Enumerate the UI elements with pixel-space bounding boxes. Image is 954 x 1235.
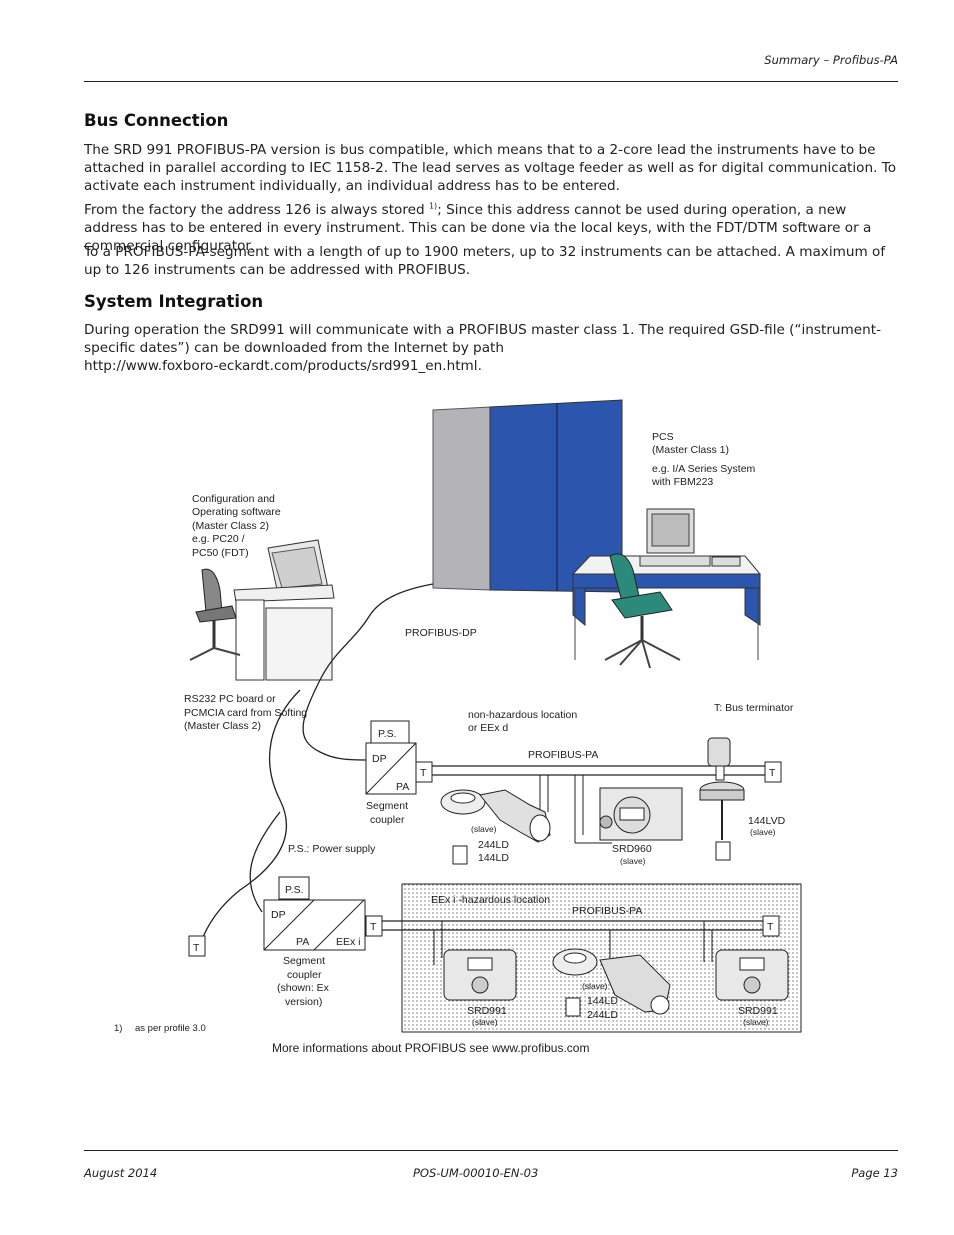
svg-text:P.S.: P.S.: [378, 728, 397, 740]
svg-text:DP: DP: [372, 753, 387, 765]
svg-text:T: T: [370, 921, 377, 933]
svg-text:EEx i -hazardous location: EEx i -hazardous location: [431, 894, 550, 906]
svg-text:SRD991: SRD991: [738, 1005, 778, 1017]
pcs-label: PCS: [652, 431, 674, 443]
segment-coupler-label: Segment: [366, 800, 408, 812]
svg-text:PCMCIA card from Softing: PCMCIA card from Softing: [184, 707, 307, 719]
svg-text:(slave): (slave): [471, 824, 497, 834]
control-cabinet: [432, 399, 623, 593]
svg-text:coupler: coupler: [370, 814, 405, 826]
svg-text:244LD: 244LD: [478, 839, 509, 851]
profibus-dp-cable: [319, 583, 434, 681]
svg-text:e.g. I/A Series System: e.g. I/A Series System: [652, 463, 756, 475]
bus-terminator: [764, 761, 782, 783]
svg-text:(Master Class 1): (Master Class 1): [652, 444, 729, 456]
svg-text:(shown: Ex: (shown: Ex: [277, 982, 330, 994]
svg-text:or EEx d: or EEx d: [468, 722, 508, 734]
footnote-reference: 1): [428, 201, 438, 211]
rs232-terminator: [188, 935, 206, 957]
segment-coupler-1: P.S. DP PA T: [365, 720, 433, 795]
footer-page-number: Page 13: [851, 1166, 898, 1180]
svg-text:coupler: coupler: [287, 969, 322, 981]
svg-text:(slave): (slave): [743, 1017, 769, 1027]
header-rule: [84, 81, 898, 82]
svg-text:144LVD: 144LVD: [748, 815, 786, 827]
244ld-flowmeter: [440, 775, 551, 865]
svg-text:(Master Class 2): (Master Class 2): [184, 720, 261, 732]
footer-date: August 2014: [84, 1166, 158, 1180]
svg-text:PROFIBUS-PA: PROFIBUS-PA: [572, 905, 642, 917]
srd991-positioner-1: [433, 921, 517, 1001]
gsd-url: http://www.foxboro-eckardt.com/products/…: [84, 358, 482, 374]
svg-text:PA: PA: [396, 781, 409, 793]
footnote-text: as per profile 3.0: [135, 1023, 206, 1034]
srd960-positioner: [574, 775, 683, 844]
footer-document-number: POS-UM-00010-EN-03: [413, 1166, 539, 1180]
svg-text:T: T: [769, 767, 776, 779]
config-pc-workstation: [189, 539, 335, 681]
svg-text:EEx i: EEx i: [336, 936, 361, 948]
segment-coupler-ex-label: Segment: [283, 955, 325, 967]
section-title-bus-connection: Bus Connection: [84, 111, 229, 130]
144lvd-level-transmitter: [688, 737, 765, 861]
svg-text:(slave): (slave): [472, 1017, 498, 1027]
rs232-cable: [199, 689, 301, 946]
svg-text:PC50 (FDT): PC50 (FDT): [192, 547, 249, 559]
svg-text:(slave): (slave): [750, 827, 776, 837]
footer-rule: [84, 1150, 898, 1151]
144ld-244ld-flowmeter: [552, 930, 671, 1017]
more-info-caption: More informations about PROFIBUS see www…: [272, 1041, 589, 1055]
running-header: Summary – Profibus-PA: [764, 53, 898, 67]
profibus-dp-label: PROFIBUS-DP: [405, 627, 477, 639]
bus-connection-paragraph-2: From the factory the address 126 is alwa…: [84, 201, 872, 254]
svg-text:SRD991: SRD991: [467, 1005, 507, 1017]
power-supply-legend: P.S.: Power supply: [288, 843, 376, 855]
svg-text:SRD960: SRD960: [612, 843, 652, 855]
non-hazardous-label: non-hazardous location: [468, 709, 577, 721]
srd991-positioner-2: [703, 921, 789, 1001]
svg-text:(slave): (slave): [620, 856, 646, 866]
svg-text:144LD: 144LD: [478, 852, 509, 864]
svg-text:T: T: [420, 767, 427, 779]
profibus-pa-label: PROFIBUS-PA: [528, 749, 598, 761]
pcs-workstation: [571, 508, 762, 669]
svg-text:e.g. PC20 /: e.g. PC20 /: [192, 533, 245, 545]
svg-text:DP: DP: [271, 909, 286, 921]
segment-coupler-2: P.S. DP PA EEx i T: [263, 876, 383, 951]
svg-text:144LD: 144LD: [587, 995, 618, 1007]
svg-text:with FBM223: with FBM223: [651, 476, 713, 488]
svg-text:P.S.: P.S.: [285, 884, 304, 896]
svg-text:(Master Class 2): (Master Class 2): [192, 520, 269, 532]
svg-text:PA: PA: [296, 936, 309, 948]
svg-text:244LD: 244LD: [587, 1009, 618, 1021]
config-software-label: Configuration and: [192, 493, 275, 505]
svg-text:(slave): (slave): [582, 981, 608, 991]
section-title-system-integration: System Integration: [84, 292, 264, 311]
bus-terminator-legend: T: Bus terminator: [714, 702, 794, 714]
svg-text:T: T: [193, 942, 200, 954]
bus-connection-paragraph-1: The SRD 991 PROFIBUS-PA version is bus c…: [84, 142, 897, 194]
svg-text:Operating software: Operating software: [192, 506, 281, 518]
system-integration-paragraph: During operation the SRD991 will communi…: [84, 322, 881, 374]
footnote-marker: 1): [114, 1023, 122, 1034]
svg-text:version): version): [285, 996, 322, 1008]
rs232-label: RS232 PC board or: [184, 693, 276, 705]
svg-text:T: T: [767, 921, 774, 933]
bus-connection-paragraph-3: To a PROFIBUS-PA-segment with a length o…: [84, 244, 886, 278]
